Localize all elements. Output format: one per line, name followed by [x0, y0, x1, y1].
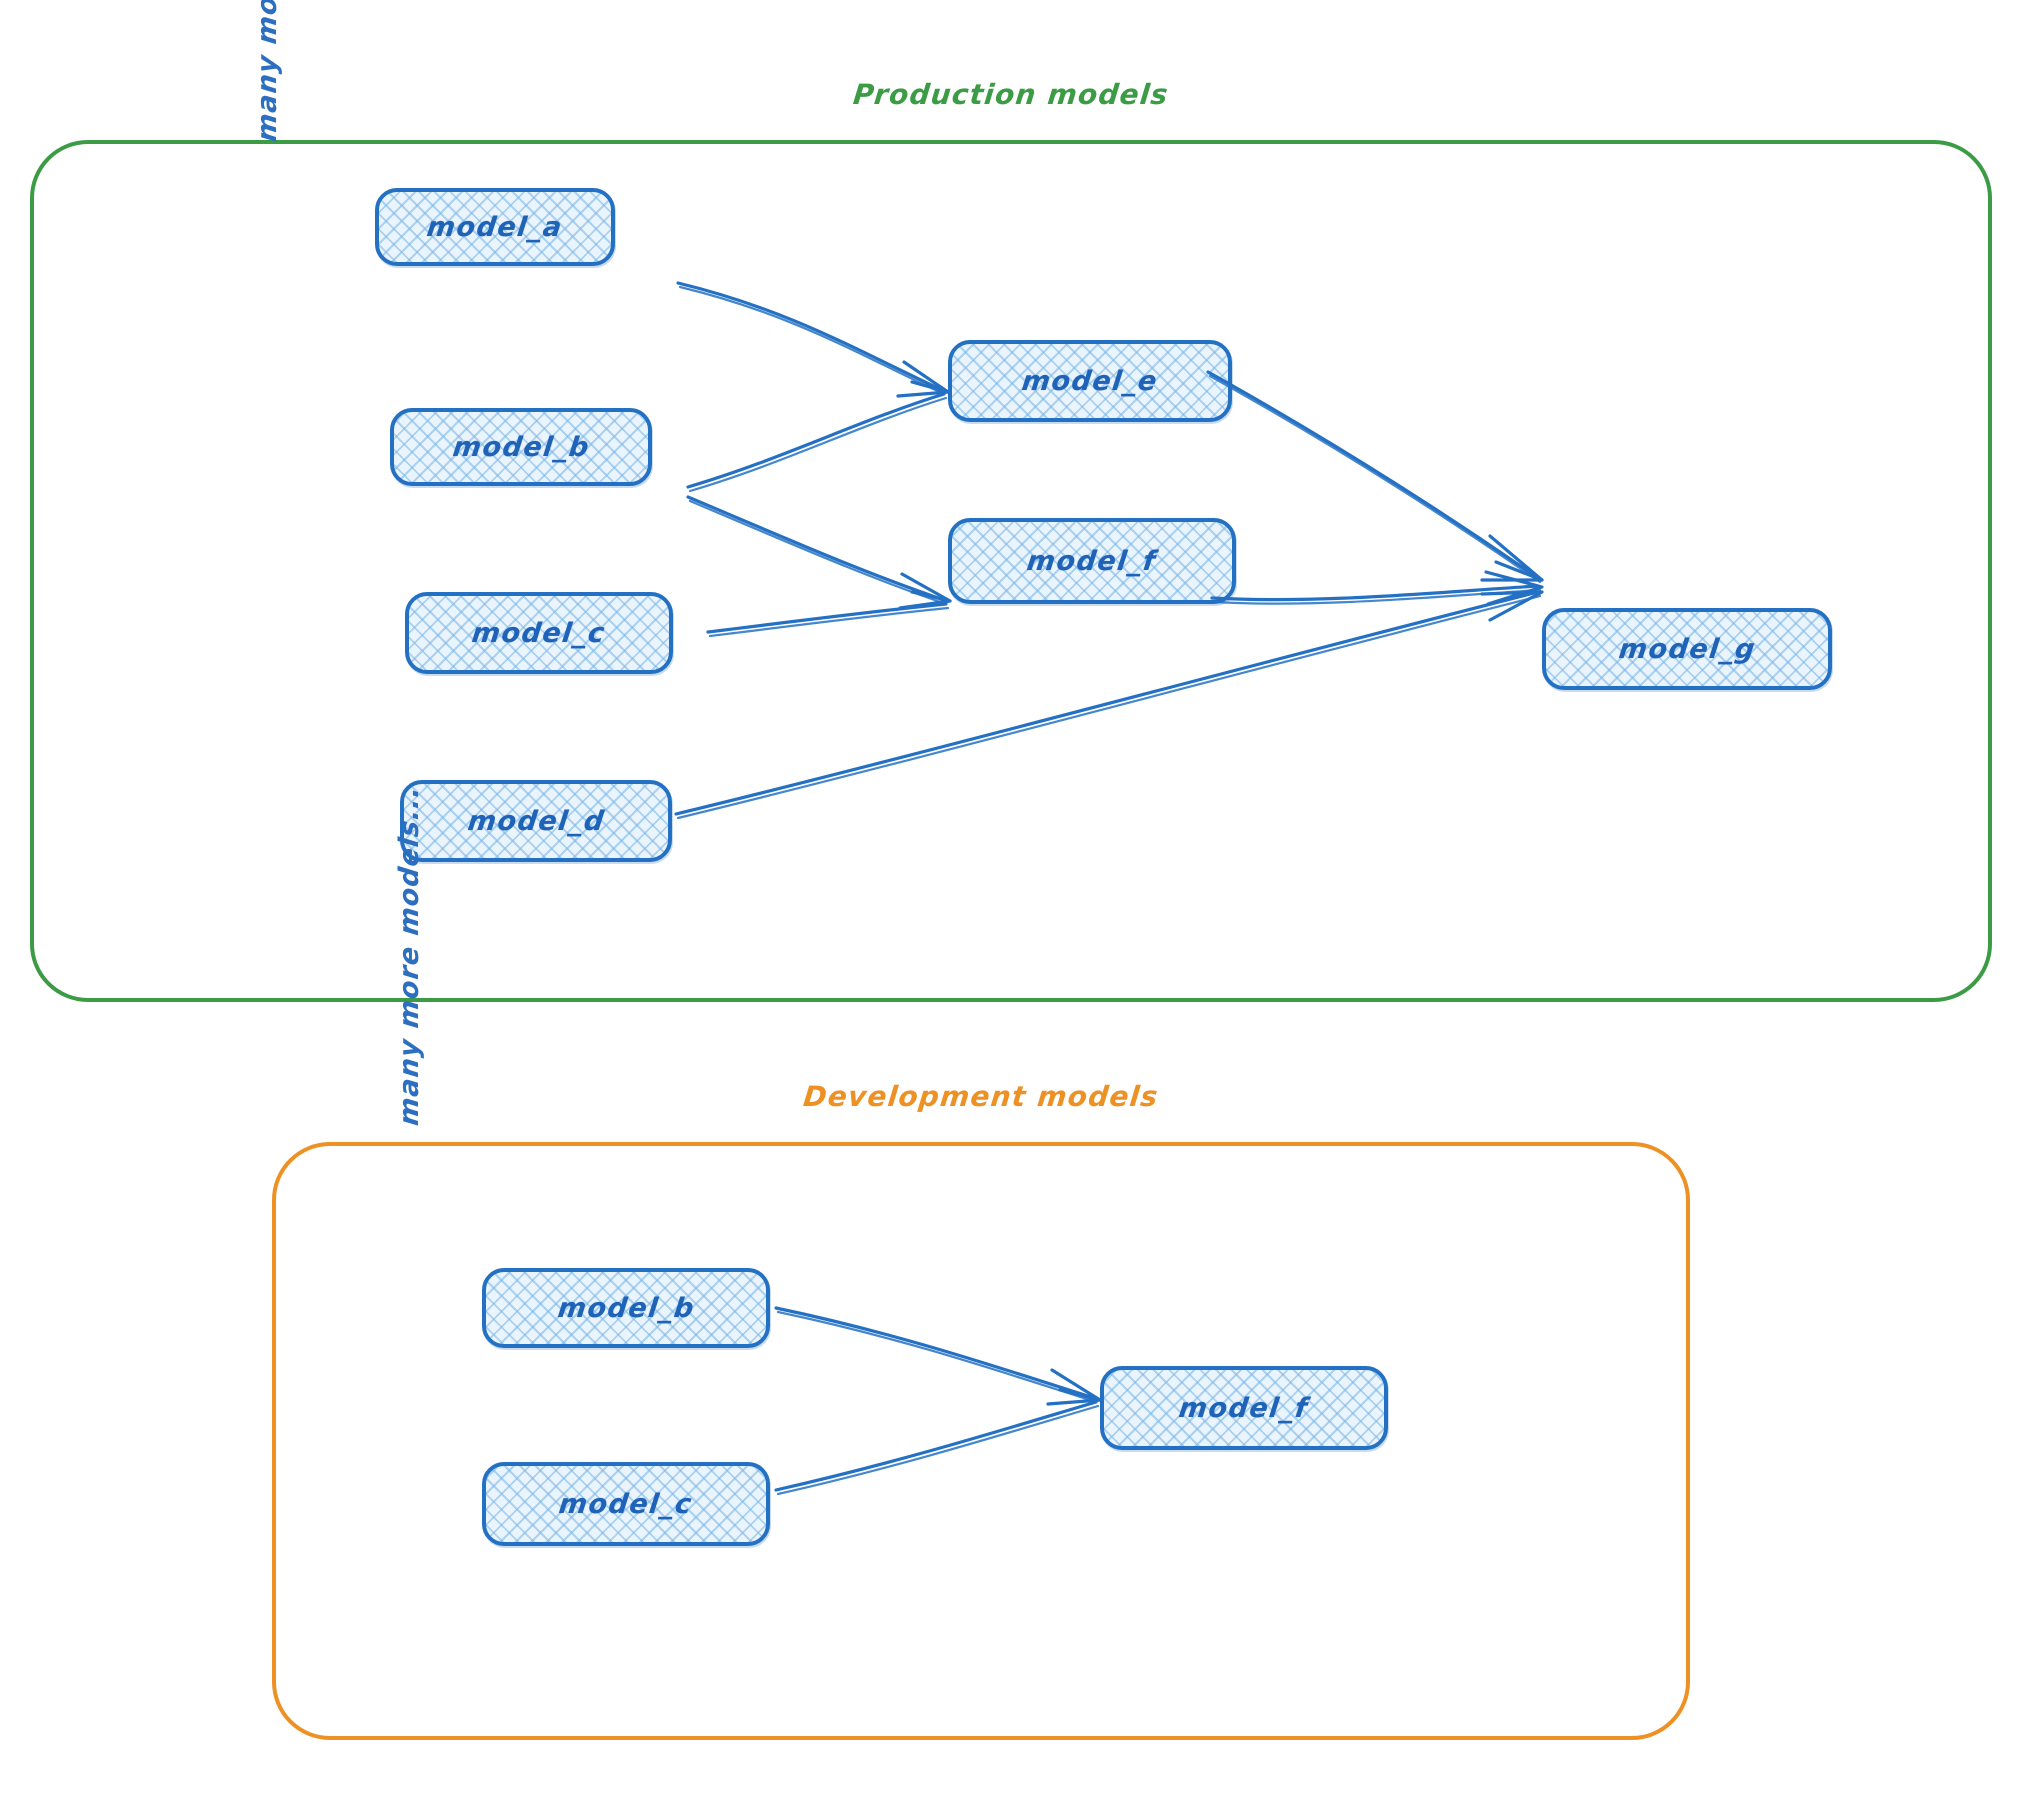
- node-label: model_b: [555, 1292, 697, 1324]
- node-label: model_f: [1025, 545, 1159, 577]
- node-prod-model-b[interactable]: model_b: [390, 408, 652, 486]
- node-prod-model-g[interactable]: model_g: [1542, 608, 1832, 690]
- node-label: model_c: [470, 617, 608, 649]
- node-dev-model-f[interactable]: model_f: [1100, 1366, 1388, 1450]
- node-label: model_f: [1177, 1392, 1311, 1424]
- node-dev-model-b[interactable]: model_b: [482, 1268, 770, 1348]
- development-group-border: [272, 1142, 1690, 1740]
- node-dev-model-c[interactable]: model_c: [482, 1462, 770, 1546]
- node-label: model_e: [1020, 365, 1160, 397]
- node-label: model_b: [450, 431, 592, 463]
- node-prod-model-e[interactable]: model_e: [948, 340, 1232, 422]
- node-label: model_g: [1616, 633, 1758, 665]
- development-models-group[interactable]: Development models many more models... m…: [272, 784, 1690, 1740]
- node-label: model_d: [465, 805, 607, 837]
- production-models-group[interactable]: Production models many more models... mo…: [30, 0, 1992, 1002]
- production-group-border: [30, 140, 1992, 1002]
- node-label: model_a: [425, 211, 565, 243]
- development-group-title: Development models: [801, 1080, 1161, 1113]
- node-prod-model-f[interactable]: model_f: [948, 518, 1236, 604]
- node-prod-model-a[interactable]: model_a: [375, 188, 615, 266]
- node-label: model_c: [557, 1488, 695, 1520]
- node-prod-model-c[interactable]: model_c: [405, 592, 673, 674]
- production-group-title: Production models: [851, 78, 1171, 111]
- node-prod-model-d[interactable]: model_d: [400, 780, 672, 862]
